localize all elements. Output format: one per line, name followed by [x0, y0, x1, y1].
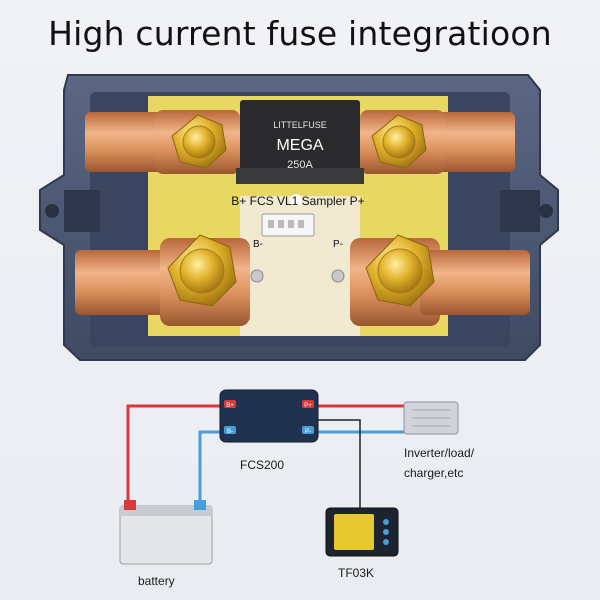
load-label-line1: Inverter/load/ — [404, 446, 475, 460]
b-minus-label: B- — [253, 239, 263, 250]
fuse-model: MEGA — [276, 137, 323, 154]
fcs200-label: FCS200 — [240, 458, 285, 472]
terminal-p-plus: P+ — [304, 403, 312, 409]
fuse-brand: LITTELFUSE — [273, 120, 327, 130]
page-title: High current fuse integratioon — [48, 14, 552, 53]
board-silkscreen: B+ FCS VL1 Sampler P+ — [231, 194, 364, 208]
upper-terminal-nuts — [171, 114, 427, 169]
lower-terminal-nuts — [167, 234, 435, 307]
load-label-line2: charger,etc — [404, 466, 464, 480]
p-minus-label: P- — [333, 239, 343, 250]
wiring-diagram — [119, 389, 459, 565]
battery-label: battery — [138, 574, 175, 588]
tf03k-label: TF03K — [338, 566, 375, 580]
sampler-connector — [250, 194, 345, 283]
terminal-b-minus: B- — [227, 429, 233, 435]
terminal-b-plus: B+ — [226, 403, 234, 409]
terminal-p-minus: P- — [305, 429, 311, 435]
fuse-rating: 250A — [287, 159, 313, 171]
mega-fuse — [236, 100, 364, 184]
